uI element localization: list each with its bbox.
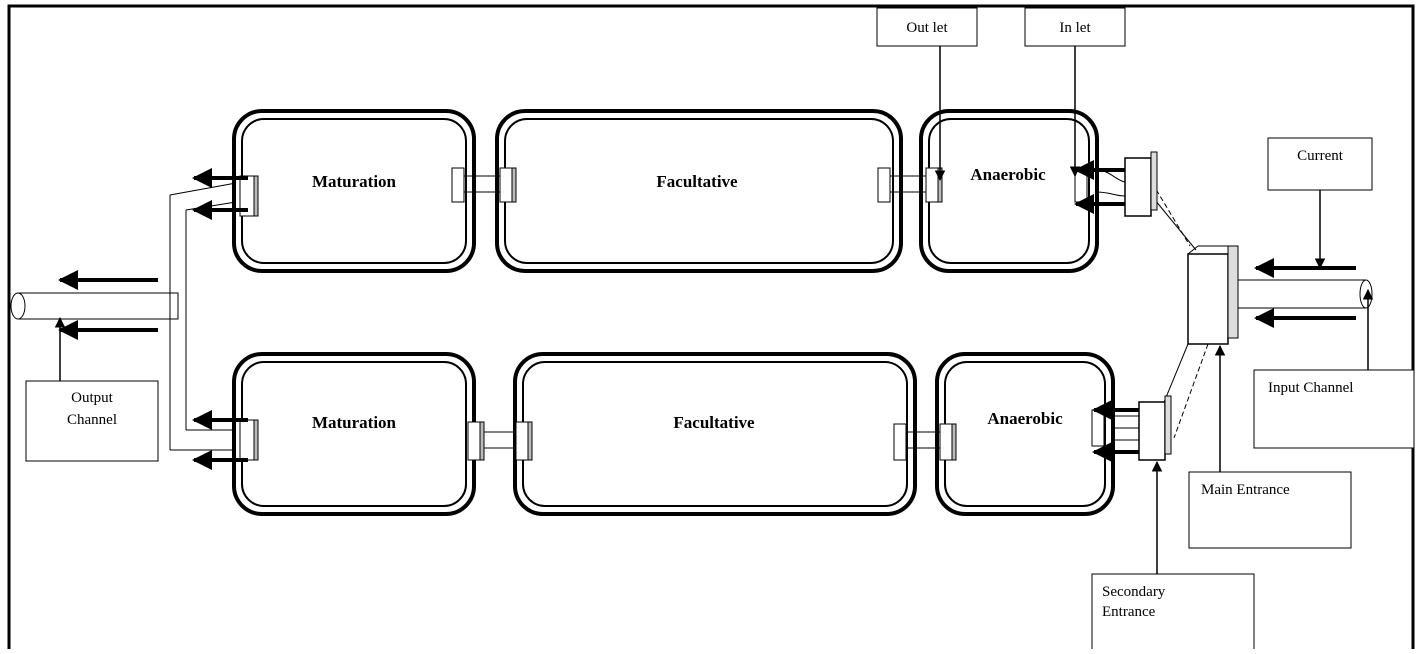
collector-pipe [169, 182, 237, 451]
bottom-maturation-label: Maturation [312, 413, 397, 432]
connector-bottom-mat-fac [467, 421, 533, 461]
current-label: Current [1297, 148, 1344, 164]
connector-bottom-mat-outlet [239, 419, 259, 461]
input-channel-label: Input Channel [1268, 380, 1353, 396]
bottom-anaerobic-label: Anaerobic [987, 409, 1063, 428]
connector-top-ana-inlet [1074, 167, 1088, 203]
connector-bottom-ana-inlet [1091, 409, 1105, 447]
outlet-label: Out let [906, 20, 948, 36]
connector-bottom-fac-ana [893, 423, 957, 461]
leader-lines [54, 46, 1374, 574]
flow-arrows [58, 160, 1356, 470]
main-entrance-box [1187, 245, 1239, 345]
top-maturation-label: Maturation [312, 172, 397, 191]
output-channel-label-box: Output Channel [25, 380, 159, 462]
bottom-facultative-label: Facultative [673, 413, 755, 432]
top-distribution-box [1095, 151, 1158, 217]
main-entrance-label: Main Entrance [1201, 482, 1290, 498]
inlet-label: In let [1059, 20, 1091, 36]
input-channel-pipe [1238, 279, 1373, 309]
pond-top-anaerobic [919, 109, 1099, 273]
pond-bottom-facultative [513, 352, 917, 516]
connector-top-mat-fac [451, 167, 517, 203]
diagram-frame [7, 4, 1415, 654]
output-channel-pipe [10, 292, 179, 320]
top-anaerobic-label: Anaerobic [970, 165, 1046, 184]
input-channel-label-box: Input Channel [1253, 369, 1415, 449]
pond-bottom-maturation [232, 352, 476, 516]
pond-bottom-anaerobic [935, 352, 1115, 516]
secondary-entrance-label-1: Secondary [1102, 584, 1166, 600]
secondary-entrance-label-2: Entrance [1102, 604, 1156, 620]
current-label-box: Current [1267, 137, 1373, 191]
connector-top-fac-ana [877, 167, 943, 203]
pond-top-maturation [232, 109, 476, 273]
top-facultative-label: Facultative [656, 172, 738, 191]
pond-top-facultative [495, 109, 903, 273]
main-entrance-label-box: Main Entrance [1188, 471, 1352, 549]
outlet-label-box: Out let [876, 7, 978, 47]
secondary-entrance-label-box: Secondary Entrance [1091, 573, 1255, 654]
inlet-label-box: In let [1024, 7, 1126, 47]
output-channel-label-1: Output [71, 390, 114, 406]
output-channel-label-2: Channel [67, 412, 117, 428]
bottom-distribution-box [1110, 395, 1172, 461]
